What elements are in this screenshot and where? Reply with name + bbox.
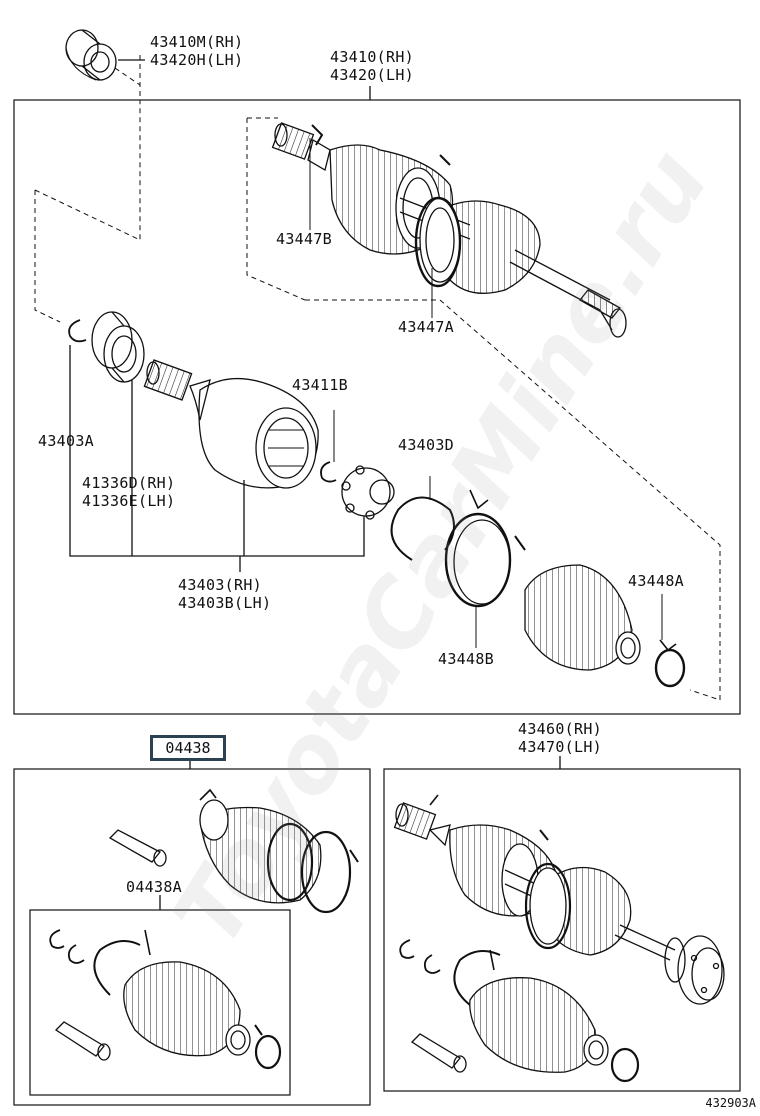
label-43410: 43410(RH) bbox=[330, 48, 414, 66]
label-43403b: 43403B(LH) bbox=[178, 594, 272, 612]
drive-shaft-43460-icon bbox=[393, 794, 725, 1005]
label-43403d: 43403D bbox=[398, 436, 454, 454]
label-43470: 43470(LH) bbox=[518, 738, 602, 756]
kit-04438-highlight[interactable]: 04438 bbox=[150, 735, 226, 761]
diagram-reference: 432903A bbox=[705, 1096, 756, 1110]
kit-grease-tube-icon bbox=[54, 1021, 111, 1061]
kit-snap-ring-icon bbox=[49, 929, 65, 949]
clamp-43448b-icon bbox=[444, 489, 526, 608]
snap-ring-43403a-icon bbox=[68, 319, 87, 343]
snap-ring-43403d-icon bbox=[390, 496, 455, 561]
label-43447b: 43447B bbox=[276, 230, 332, 248]
label-41336e: 41336E(LH) bbox=[82, 492, 176, 510]
clamp-43448a-icon bbox=[654, 639, 686, 688]
label-04438: 04438 bbox=[165, 739, 211, 757]
assy-43460-frame bbox=[383, 768, 741, 1092]
kit-04438a-boot-icon bbox=[123, 929, 282, 1070]
kit-04438-boot-icon bbox=[199, 788, 359, 914]
inner-race-icon bbox=[341, 465, 395, 520]
label-43420: 43420(LH) bbox=[330, 66, 414, 84]
seal-43410m-icon bbox=[65, 29, 117, 81]
assy-snap-ring-icon bbox=[399, 939, 415, 959]
label-43447a: 43447A bbox=[398, 318, 454, 336]
dashed-outline-shaft bbox=[246, 118, 306, 301]
label-43448b: 43448B bbox=[438, 650, 494, 668]
snap-ring-43411b-icon bbox=[320, 461, 337, 483]
boot-43448-icon bbox=[524, 564, 641, 671]
label-43411b: 43411B bbox=[292, 376, 348, 394]
dust-seal-41336d-icon bbox=[91, 311, 145, 383]
label-43420h: 43420H(LH) bbox=[150, 51, 244, 69]
assy-grease-tube-icon bbox=[410, 1033, 467, 1073]
label-41336d: 41336D(RH) bbox=[82, 474, 176, 492]
label-43448a: 43448A bbox=[628, 572, 684, 590]
assembly-frame bbox=[13, 99, 741, 715]
dashed-outline-joint bbox=[34, 190, 61, 323]
grease-tube-icon bbox=[108, 829, 167, 867]
label-04438a: 04438A bbox=[126, 878, 182, 896]
label-43403: 43403(RH) bbox=[178, 576, 262, 594]
drive-shaft-43410-icon bbox=[271, 122, 627, 338]
label-43403a: 43403A bbox=[38, 432, 94, 450]
label-43460: 43460(RH) bbox=[518, 720, 602, 738]
kit-04438-frame bbox=[13, 768, 371, 1106]
outboard-joint-43403-icon bbox=[143, 359, 319, 489]
label-43410m: 43410M(RH) bbox=[150, 33, 244, 51]
assy-boot-icon bbox=[469, 949, 640, 1083]
